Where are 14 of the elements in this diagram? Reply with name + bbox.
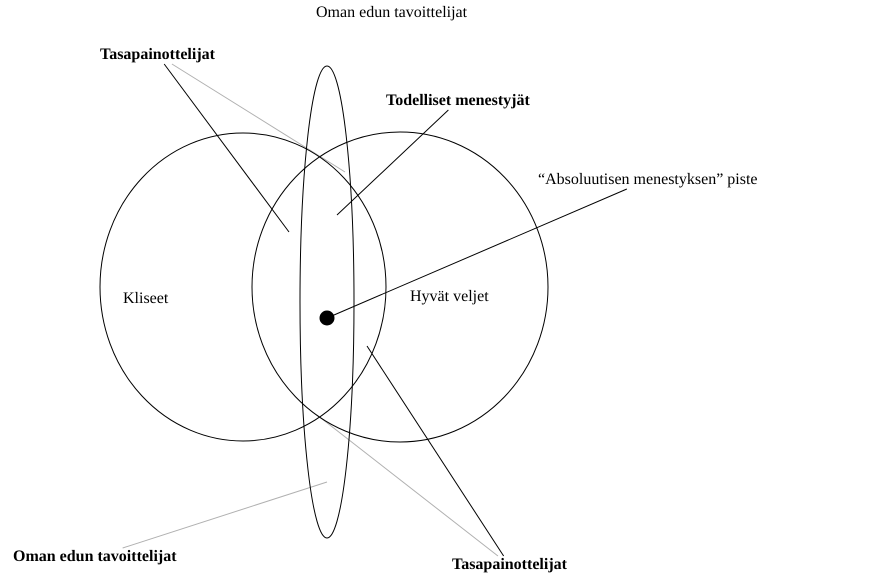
region-label: Kliseet [123,290,168,308]
callout-label: Oman edun tavoittelijat [13,548,177,565]
callout-label: Todelliset menestyjät [386,92,530,109]
callout-label: Tasapainottelijat [452,556,567,573]
callout-label: “Absoluutisen menestyksen” piste [538,171,758,188]
callout-label: Oman edun tavoittelijat [316,4,468,21]
leader-line [336,110,449,216]
leader-line [164,64,290,232]
leader-line [122,482,328,548]
callout-label: Tasapainottelijat [100,46,215,63]
region-label: Hyvät veljet [410,288,489,306]
leader-line [171,64,346,172]
leader-line [332,188,628,316]
leader-line [366,346,504,556]
